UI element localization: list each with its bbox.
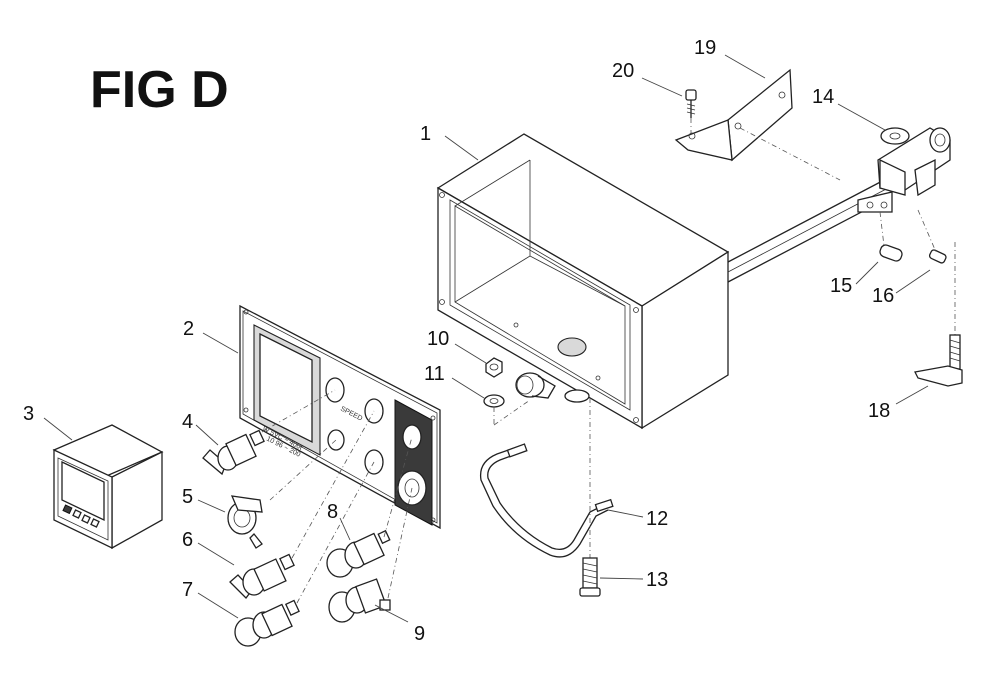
part-15-screw bbox=[879, 211, 903, 262]
part-10-nut bbox=[485, 357, 503, 378]
callout-3: 3 bbox=[23, 403, 34, 425]
callout-9: 9 bbox=[414, 623, 425, 645]
bracket-alignment-line bbox=[739, 127, 841, 181]
part-4-selector-switch bbox=[202, 429, 265, 476]
part-9-emergency-stop bbox=[328, 578, 391, 623]
part-13-bolt bbox=[579, 398, 601, 597]
figure-title: FIG D bbox=[90, 61, 229, 119]
part-16-set-screw bbox=[917, 209, 947, 264]
callout-16: 16 bbox=[872, 285, 894, 307]
callout-11: 11 bbox=[424, 363, 445, 385]
callout-2: 2 bbox=[183, 318, 194, 340]
part-14-arm-tube bbox=[727, 127, 951, 283]
callout-19: 19 bbox=[694, 37, 716, 59]
part-18-clamp-lever bbox=[914, 242, 963, 387]
assembly-lines bbox=[261, 389, 413, 604]
washer-alignment bbox=[493, 399, 531, 426]
part-1-enclosure-box bbox=[436, 133, 730, 430]
callout-labels: 1 2 3 4 5 6 7 8 9 10 11 12 13 14 15 16 1… bbox=[23, 37, 894, 645]
callout-13: 13 bbox=[646, 569, 668, 591]
callout-1: 1 bbox=[420, 123, 431, 145]
leader-lines bbox=[43, 54, 931, 623]
callout-10: 10 bbox=[427, 328, 449, 350]
callout-14: 14 bbox=[812, 86, 834, 108]
callout-12: 12 bbox=[646, 508, 668, 530]
part-8-push-button bbox=[326, 529, 391, 578]
part-2-front-panel: W 5VC ~ 400t 10 96 ~ 200 SPEED bbox=[239, 304, 441, 530]
callout-6: 6 bbox=[182, 529, 193, 551]
part-11-washer bbox=[483, 394, 505, 408]
callout-4: 4 bbox=[182, 411, 193, 433]
part-3-digital-meter bbox=[52, 424, 164, 550]
callout-20: 20 bbox=[612, 60, 634, 82]
part-5-knob bbox=[227, 495, 263, 549]
callout-7: 7 bbox=[182, 579, 193, 601]
part-20-screw bbox=[685, 89, 697, 134]
callout-15: 15 bbox=[830, 275, 852, 297]
callout-18: 18 bbox=[868, 400, 890, 422]
part-7-pilot-lamp bbox=[234, 599, 300, 647]
callout-5: 5 bbox=[182, 486, 193, 508]
part-6-selector-switch bbox=[229, 553, 295, 599]
part-19-mounting-bracket bbox=[674, 68, 793, 162]
callout-8: 8 bbox=[327, 501, 338, 523]
part-12-handle bbox=[479, 443, 614, 558]
